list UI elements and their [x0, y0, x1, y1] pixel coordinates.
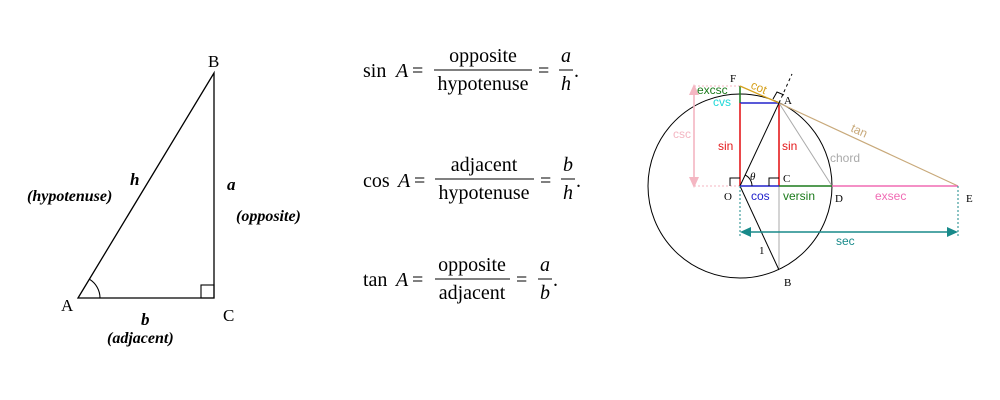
sin-denominator: hypotenuse	[437, 73, 528, 95]
tan-equals-2: =	[516, 269, 527, 291]
cos-denominator: hypotenuse	[438, 182, 529, 204]
tan-denominator-2: b	[540, 282, 550, 304]
angle-a-arc	[89, 278, 101, 299]
radius-extension	[778, 73, 793, 104]
cos-fn: cos	[363, 170, 390, 192]
cos-equals-1: =	[414, 170, 425, 192]
cot-line	[739, 85, 780, 104]
excsc-label: excsc	[697, 83, 728, 97]
vertex-a-label: A	[61, 296, 74, 315]
point-a-label: A	[784, 95, 792, 107]
triangle-shape	[76, 70, 215, 299]
point-b-label: B	[784, 277, 791, 289]
chord-line	[778, 102, 833, 187]
cvs-label: cvs	[713, 95, 731, 109]
sec-label: sec	[836, 234, 855, 248]
sin-numerator-2: a	[561, 45, 571, 67]
cos-equals-2: =	[540, 170, 551, 192]
tan-period: .	[553, 269, 558, 291]
point-d-label: D	[835, 193, 843, 205]
tan-var: A	[394, 269, 409, 291]
csc-arrowhead-top	[689, 84, 699, 95]
sin-equals-1: =	[412, 60, 423, 82]
unit-circle-diagram: csc excsc cvs cot tan sin sin chord	[647, 73, 973, 289]
radius-label: 1	[759, 245, 765, 257]
sin-period: .	[574, 60, 579, 82]
adjacent-label: (adjacent)	[107, 330, 174, 347]
tan-equals-1: =	[412, 269, 423, 291]
sin-right-label: sin	[782, 139, 797, 153]
sec-arrowhead-right	[947, 227, 958, 237]
point-f-label: F	[730, 73, 736, 85]
tan-label: tan	[849, 121, 870, 141]
cos-var: A	[396, 170, 411, 192]
sin-fn: sin	[363, 60, 386, 82]
tan-numerator-2: a	[540, 254, 550, 276]
chord-label: chord	[830, 151, 860, 165]
point-o-label: O	[724, 191, 732, 203]
opposite-label: (opposite)	[236, 208, 301, 225]
cot-label: cot	[749, 78, 770, 97]
sin-denominator-2: h	[561, 73, 571, 95]
point-e-label: E	[966, 193, 973, 205]
tan-fn: tan	[363, 269, 387, 291]
hypotenuse-label: (hypotenuse)	[27, 188, 112, 205]
cos-numerator-2: b	[563, 154, 573, 176]
exsec-label: exsec	[875, 189, 906, 203]
sin-var: A	[394, 60, 409, 82]
versin-label: versin	[783, 189, 815, 203]
csc-label: csc	[673, 127, 691, 141]
radius-oa	[739, 102, 780, 187]
side-b-label: b	[141, 310, 150, 329]
cos-period: .	[576, 170, 581, 192]
tangent-right-angle-mark	[772, 91, 785, 100]
point-c-label: C	[783, 173, 790, 185]
c-right-angle-mark	[768, 177, 779, 186]
cos-numerator: adjacent	[451, 154, 518, 176]
radius-ob	[739, 185, 780, 271]
origin-right-angle-mark	[729, 177, 740, 186]
sin-left-label: sin	[718, 139, 733, 153]
theta-arc	[744, 174, 753, 187]
cosine-formula: cos A = adjacent hypotenuse = b h .	[363, 154, 581, 204]
csc-arrowhead-bottom	[689, 177, 699, 188]
tan-numerator: opposite	[438, 254, 506, 276]
tan-denominator: adjacent	[439, 282, 506, 304]
vertex-c-label: C	[223, 306, 234, 325]
sine-formula: sin A = opposite hypotenuse = a h .	[363, 45, 579, 95]
sec-arrowhead-left	[740, 227, 751, 237]
right-angle-mark	[200, 284, 215, 299]
cos-label: cos	[751, 189, 770, 203]
tan-line	[778, 102, 959, 187]
vertex-b-label: B	[208, 52, 219, 71]
side-a-label: a	[227, 175, 236, 194]
side-h-label: h	[130, 170, 139, 189]
cos-denominator-2: h	[563, 182, 573, 204]
theta-label: θ	[750, 171, 756, 183]
tangent-formula: tan A = opposite adjacent = a b .	[363, 254, 558, 304]
right-triangle: A B C h a b (hypotenuse) (opposite) (adj…	[27, 52, 301, 347]
sin-numerator: opposite	[449, 45, 517, 67]
sin-equals-2: =	[538, 60, 549, 82]
